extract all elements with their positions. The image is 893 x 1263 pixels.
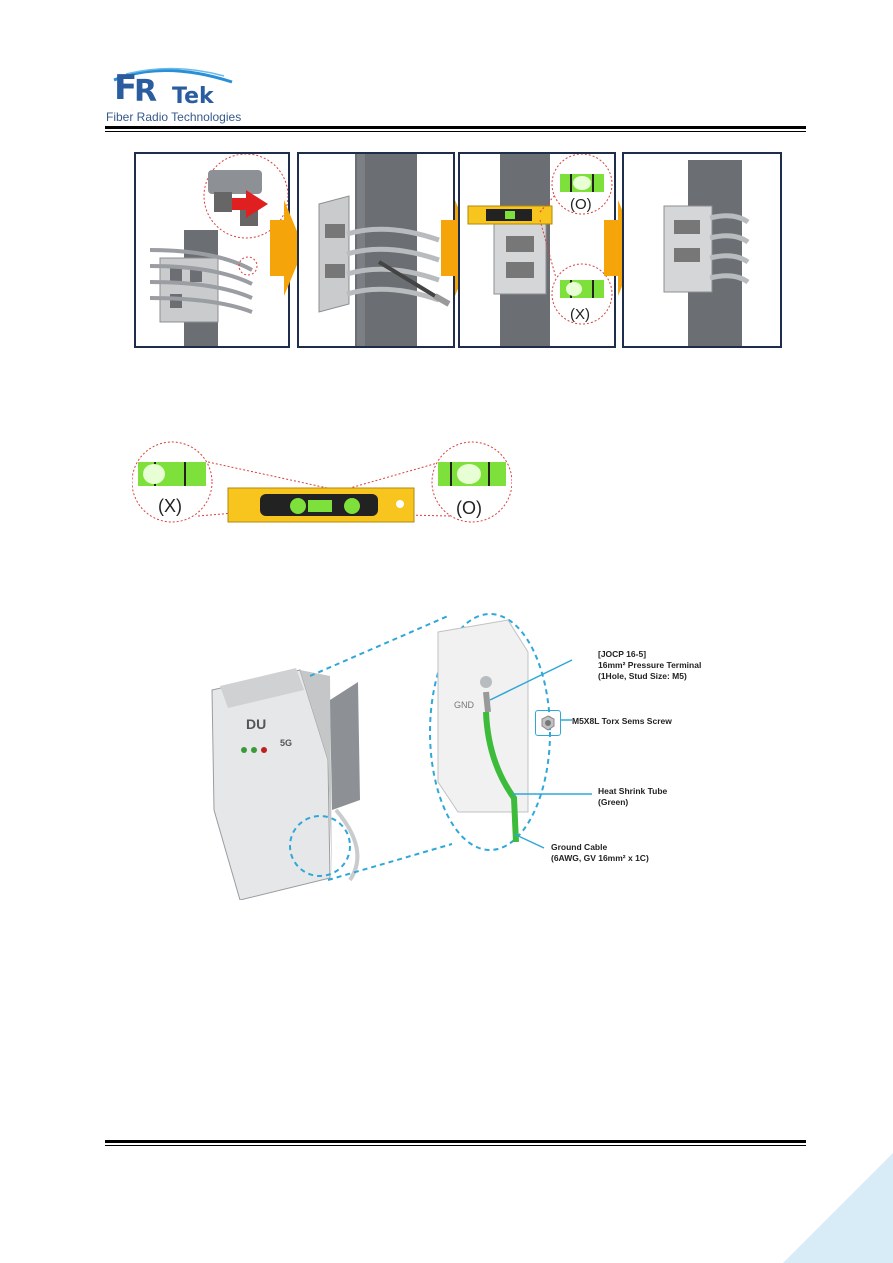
company-logo: F R Tek [104,62,254,124]
logo-subtitle: Fiber Radio Technologies [106,110,242,124]
callout-cable: Ground Cable (6AWG, GV 16mm² x 1C) [551,842,649,864]
arrow-right-icon [604,200,638,296]
level-detail: (X) (O) [132,440,512,540]
logo-letter-r: R [134,74,158,109]
ground-illustration: DU 5G [200,610,600,900]
step-panel-3: (O) (X) [458,152,616,348]
logo-tek: Tek [172,84,214,109]
step-panel-2 [297,152,455,348]
level-label-bad: (X) [158,496,182,516]
ground-zoom-circle: GND [428,612,552,852]
panel3-label-ok: (O) [570,196,592,213]
header-rule-thick [105,126,806,129]
step-arrow-3 [604,200,638,296]
level-label-ok: (O) [456,498,482,518]
gnd-label: GND [454,700,474,710]
callout-terminal-line1: [JOCP 16-5] [598,649,647,659]
step-panel-1 [134,152,290,348]
arrow-right-icon [270,200,304,296]
logo-swoosh-icon [113,67,233,84]
page-corner-decoration [783,1153,893,1263]
callout-tube: Heat Shrink Tube (Green) [598,786,667,808]
callout-cable-line1: Ground Cable [551,842,608,852]
callout-cable-line2: (6AWG, GV 16mm² x 1C) [551,853,649,863]
du-label: DU [246,716,267,732]
callout-terminal-line2: 16mm² Pressure Terminal [598,660,702,670]
step-panel-4 [622,152,782,348]
footer-rule-thin [105,1145,806,1146]
du-5g-badge: 5G [280,738,293,748]
screw-icon [535,710,561,736]
callout-terminal: [JOCP 16-5] 16mm² Pressure Terminal (1Ho… [598,649,701,682]
footer-rule-thick [105,1140,806,1143]
callout-tube-line1: Heat Shrink Tube [598,786,668,796]
callout-terminal-line3: (1Hole, Stud Size: M5) [598,671,687,681]
header-rule-thin [105,131,806,132]
callout-leaders [489,659,592,849]
callout-screw: M5X8L Torx Sems Screw [572,716,672,726]
callout-tube-line2: (Green) [598,797,629,807]
panel3-label-bad: (X) [570,306,590,323]
logo-letter-f: F [114,68,138,108]
step-arrow-1 [270,200,304,296]
